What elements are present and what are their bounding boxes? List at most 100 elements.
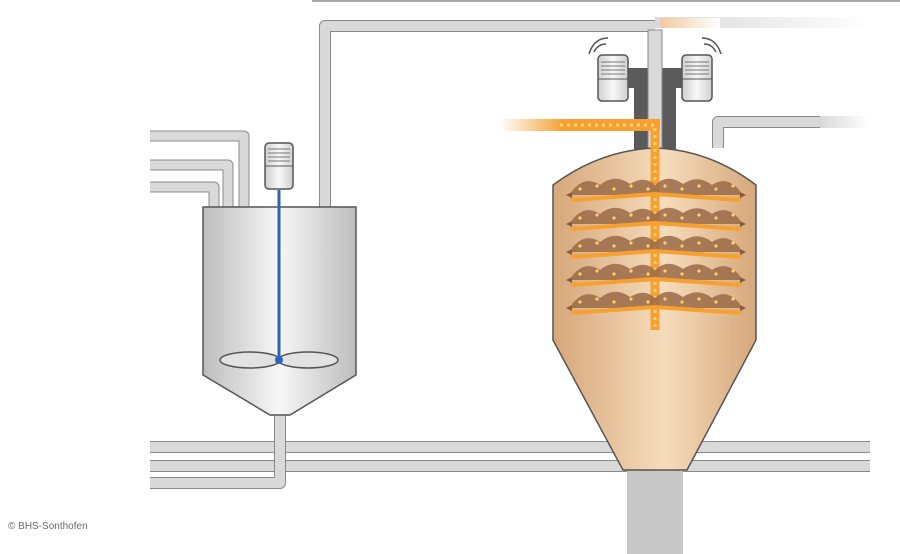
heat-spot [646,216,650,220]
plate-right [655,249,742,259]
heat-spot [714,187,718,191]
heat-spot [663,297,667,301]
heat-spot [578,187,582,191]
flow-arrow [566,305,572,311]
plate-right [655,305,742,315]
heat-spot [663,184,667,188]
heat-spot [612,216,616,220]
vent-fade [820,116,870,128]
heat-spot [595,241,599,245]
motor-icon [681,54,713,102]
heat-spot [697,184,701,188]
heat-spot [578,300,582,304]
heat-spot [578,272,582,276]
dryer-motor-right [681,37,722,102]
heat-spot [731,241,735,245]
heat-spot [663,269,667,273]
heat-spot [646,244,650,248]
heat-spot [714,272,718,276]
heat-spot [595,297,599,301]
heat-spot [646,272,650,276]
vapor-pipe [319,20,655,208]
heat-spot [629,241,633,245]
heat-spot [663,241,667,245]
product-layer [572,291,740,308]
heat-spot [612,300,616,304]
plate-left [570,277,655,287]
heat-spot [680,244,684,248]
mixing-tank [202,142,357,416]
flow-arrow [566,221,572,227]
flow-arrow [566,192,572,198]
flow-arrow [740,192,746,198]
heat-spot [714,216,718,220]
heat-spot [680,300,684,304]
flow-arrow [740,277,746,283]
plate-right [655,192,742,202]
plate-right [655,221,742,231]
heat-spot [714,300,718,304]
plate-left [570,305,655,315]
product-layer [572,235,740,252]
heating-plate [566,263,746,287]
heat-spot [697,297,701,301]
product-layer [572,263,740,280]
heat-spot [731,213,735,217]
heat-spot [697,269,701,273]
heat-spot [595,269,599,273]
heating-plate [566,291,746,315]
dryer-vent-pipe [712,116,870,148]
motor-icon [264,142,294,190]
heat-spot [629,269,633,273]
heat-spot [612,187,616,191]
heat-spot [629,297,633,301]
heat-spot [612,272,616,276]
plate-right [655,277,742,287]
motor-icon [597,54,629,102]
heat-spot [731,297,735,301]
heat-spot [629,213,633,217]
product-layer [572,207,740,224]
heat-spot [714,244,718,248]
heat-spot [646,187,650,191]
heat-spot [680,216,684,220]
discharge-chute [627,470,683,554]
heat-spot [697,213,701,217]
heat-spot [731,269,735,273]
heat-spot [578,244,582,248]
product-layer [572,178,740,195]
heating-plate [566,178,746,202]
heating-medium-inlet [500,119,660,330]
transfer-pipes [150,415,870,489]
flow-arrow [566,277,572,283]
steam-outlet [660,18,720,28]
wireless-signal-icon [588,37,609,55]
dryer-motor-left [588,37,629,102]
heat-spot [731,184,735,188]
plate-left [570,221,655,231]
heat-spot [629,184,633,188]
tank-inlet-pipes [150,130,250,208]
copyright-label: © BHS-Sonthofen [8,521,88,532]
heat-spot [663,213,667,217]
propeller-icon [219,351,339,369]
heating-plates [566,178,746,315]
heat-spot [646,300,650,304]
heat-spot [697,241,701,245]
heat-spot [595,213,599,217]
heating-plate [566,235,746,259]
heat-spot [612,244,616,248]
heat-spot [595,184,599,188]
heat-spot [680,187,684,191]
wireless-signal-icon [701,37,722,55]
vapor-outlet-pipe [655,17,870,28]
heat-spot [680,272,684,276]
heat-spot [578,216,582,220]
flow-arrow [566,249,572,255]
plate-left [570,192,655,202]
plate-left [570,249,655,259]
flow-arrow [740,249,746,255]
heating-plate [566,207,746,231]
